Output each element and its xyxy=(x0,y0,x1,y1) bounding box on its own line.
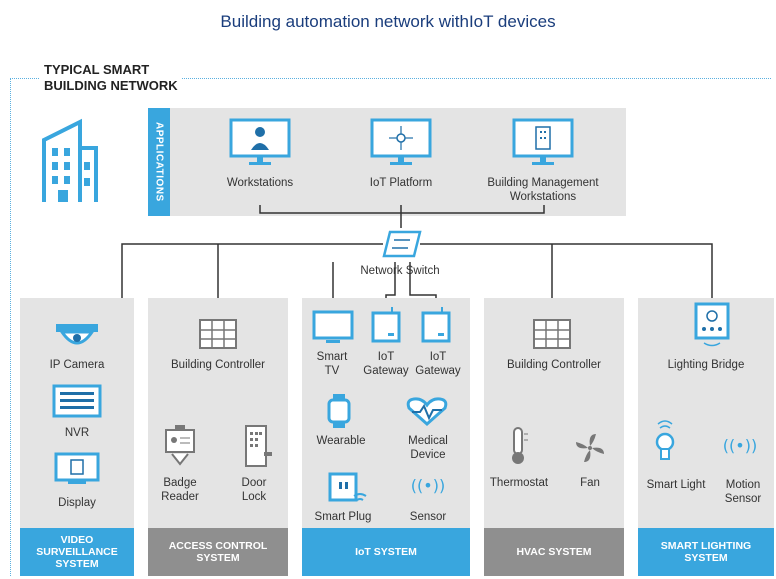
building-controller-icon xyxy=(199,319,237,349)
gateway1-l2: Gateway xyxy=(363,365,409,377)
network-switch-icon xyxy=(382,230,422,258)
access-footer-l1: ACCESS CONTROL xyxy=(168,540,268,552)
bms-workstations-label: Building Management Workstations xyxy=(470,176,616,204)
motion-sensor-label: Motion Sensor xyxy=(716,478,770,506)
wearable-icon xyxy=(327,394,351,428)
iot-gateway-label-1: IoT Gateway xyxy=(356,350,416,378)
lighting-footer-l2: SYSTEM xyxy=(684,552,728,564)
bms-label-line1: Building Management xyxy=(487,177,599,189)
lighting-footer: SMART LIGHTING SYSTEM xyxy=(638,528,774,576)
ip-camera-label: IP Camera xyxy=(49,359,105,371)
iot-gateway-label-2: IoT Gateway xyxy=(408,350,468,378)
wearable-label: Wearable xyxy=(316,435,366,447)
smart-tv-l2: TV xyxy=(324,365,340,377)
video-footer-l2: SURVEILLANCE xyxy=(36,546,118,558)
badge-reader-label: Badge Reader xyxy=(150,476,210,504)
bms-workstation-icon xyxy=(512,118,574,165)
thermostat-icon xyxy=(512,427,528,464)
building-icon xyxy=(42,118,98,202)
motion-l2: Sensor xyxy=(724,493,762,505)
video-footer-l3: SYSTEM xyxy=(55,558,99,570)
gateway2-l1: IoT xyxy=(429,351,447,363)
network-title: TYPICAL SMART BUILDING NETWORK xyxy=(40,62,182,94)
applications-tab: APPLICATIONS xyxy=(148,108,170,216)
workstations-label: Workstations xyxy=(226,177,294,189)
video-footer-l1: VIDEO xyxy=(60,534,94,546)
access-footer: ACCESS CONTROL SYSTEM xyxy=(148,528,288,576)
building-controller-icon xyxy=(533,319,571,349)
hvac-footer: HVAC SYSTEM xyxy=(484,528,624,576)
nvr-label: NVR xyxy=(64,427,90,439)
smart-light-icon xyxy=(655,420,675,460)
lighting-bridge-icon xyxy=(694,302,730,347)
network-title-line2: BUILDING NETWORK xyxy=(44,78,178,93)
video-footer: VIDEO SURVEILLANCE SYSTEM xyxy=(20,528,134,576)
display-icon xyxy=(54,452,100,484)
door-label-l2: Lock xyxy=(241,491,267,503)
smart-plug-label: Smart Plug xyxy=(314,511,372,523)
network-switch-label: Network Switch xyxy=(360,265,440,277)
access-controller-label: Building Controller xyxy=(171,359,265,371)
workstation-icon xyxy=(229,118,291,165)
medical-device-label: Medical Device xyxy=(396,434,460,462)
smart-tv-l1: Smart xyxy=(316,351,348,363)
thermostat-label: Thermostat xyxy=(489,477,549,489)
smart-tv-label: Smart TV xyxy=(306,350,358,378)
iot-gateway-icon xyxy=(421,307,451,343)
iot-gateway-icon xyxy=(371,307,401,343)
badge-label-l1: Badge xyxy=(163,477,197,489)
bms-label-line2: Workstations xyxy=(509,191,577,203)
network-boundary xyxy=(10,78,771,576)
lighting-footer-l1: SMART LIGHTING xyxy=(660,540,752,552)
smart-light-label: Smart Light xyxy=(646,479,706,491)
display-label: Display xyxy=(58,497,96,509)
iot-platform-label: IoT Platform xyxy=(369,177,433,189)
medical-l2: Device xyxy=(410,449,446,461)
diagram-title: Building automation network withIoT devi… xyxy=(220,12,556,31)
sensor-label: Sensor xyxy=(409,511,447,523)
ip-camera-icon xyxy=(56,324,98,345)
gateway1-l1: IoT xyxy=(377,351,395,363)
smart-tv-icon xyxy=(312,310,354,343)
network-title-line1: TYPICAL SMART xyxy=(44,62,150,77)
door-label-l1: Door xyxy=(241,477,267,489)
fan-icon xyxy=(576,434,604,462)
badge-label-l2: Reader xyxy=(161,491,199,503)
hvac-controller-label: Building Controller xyxy=(507,359,601,371)
badge-reader-icon xyxy=(165,425,195,466)
access-footer-l2: SYSTEM xyxy=(196,552,240,564)
gateway2-l2: Gateway xyxy=(415,365,461,377)
motion-l1: Motion xyxy=(725,479,761,491)
fan-label: Fan xyxy=(580,477,600,489)
nvr-icon xyxy=(52,384,102,418)
medical-device-icon xyxy=(406,397,448,426)
lighting-bridge-label: Lighting Bridge xyxy=(667,359,745,371)
iot-footer: IoT SYSTEM xyxy=(302,528,470,576)
smart-plug-icon xyxy=(328,472,367,502)
iot-platform-icon xyxy=(370,118,432,165)
sensor-icon: ((•)) xyxy=(410,476,446,495)
door-lock-label: Door Lock xyxy=(228,476,280,504)
motion-sensor-icon: ((•)) xyxy=(722,436,758,455)
medical-l1: Medical xyxy=(408,435,448,447)
door-lock-icon xyxy=(245,425,272,467)
